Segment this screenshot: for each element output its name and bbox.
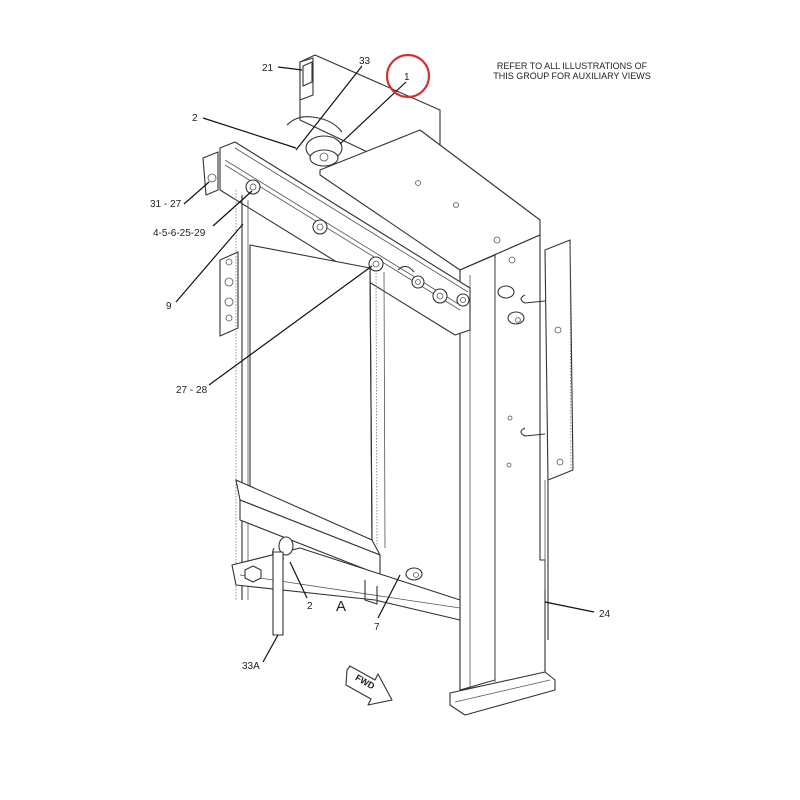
callout-27-28: 27 - 28: [176, 385, 208, 396]
callout-33A: 33A: [242, 661, 260, 672]
callout-7: 7: [374, 622, 380, 633]
note-line-1: REFER TO ALL ILLUSTRATIONS OF: [497, 61, 648, 71]
callout-1: 1: [404, 72, 410, 83]
bracket-21: [299, 57, 314, 101]
callout-2-bottom: 2: [307, 601, 313, 612]
highlight-circle: [385, 53, 431, 99]
bushing: [497, 285, 525, 325]
radiator-core: [219, 190, 461, 636]
bolt: [432, 288, 448, 304]
auxiliary-views-note: REFER TO ALL ILLUSTRATIONS OF THIS GROUP…: [493, 61, 651, 81]
note-line-2: THIS GROUP FOR AUXILIARY VIEWS: [493, 71, 651, 81]
callout-21: 21: [262, 63, 274, 74]
callout-4-5-6-25-29: 4-5-6-25-29: [153, 228, 206, 239]
callout-9: 9: [166, 301, 172, 312]
bolt: [456, 293, 470, 307]
callout-2-top: 2: [192, 113, 198, 124]
bolt: [368, 256, 384, 272]
callout-labels: 21 33 1 2 31 - 27 4-5-6-25-29 9 27 - 28 …: [150, 56, 611, 672]
bolt: [411, 275, 425, 289]
callout-24: 24: [599, 609, 611, 620]
side-post: [299, 54, 574, 716]
forward-direction-arrow: FWD: [345, 665, 393, 706]
bolt: [245, 179, 261, 195]
view-label-A: A: [336, 598, 346, 615]
callout-31-27: 31 - 27: [150, 199, 182, 210]
bolt: [312, 219, 328, 235]
callout-33: 33: [359, 56, 371, 67]
top-frame: [202, 141, 471, 336]
radiator-cap: [286, 116, 343, 167]
leader-lines: [175, 65, 595, 663]
